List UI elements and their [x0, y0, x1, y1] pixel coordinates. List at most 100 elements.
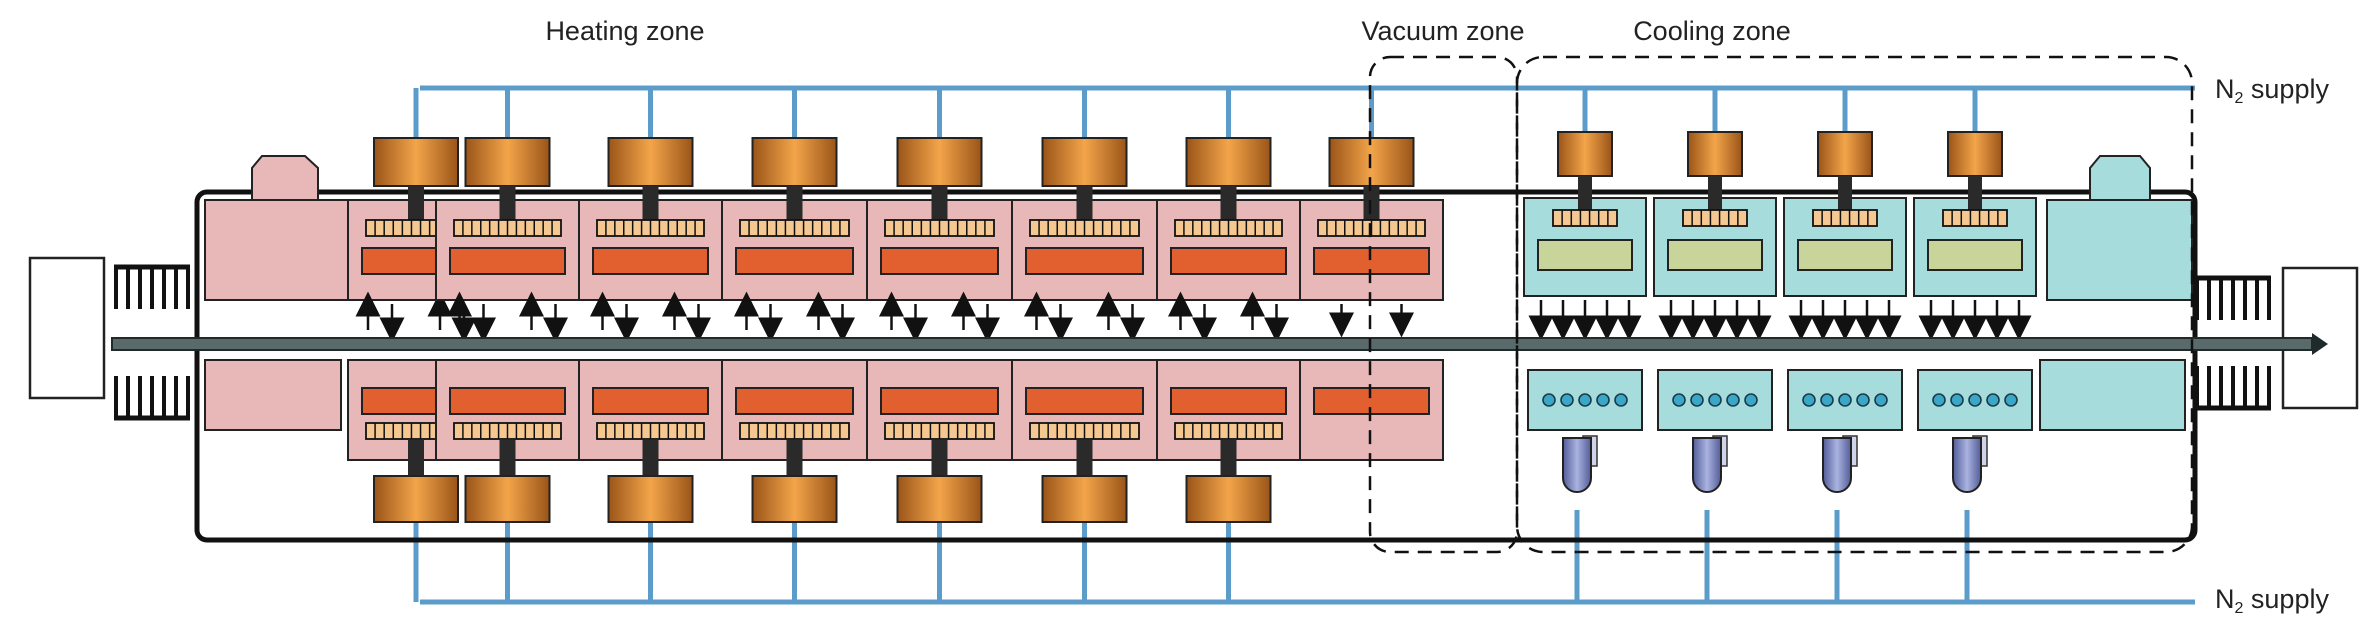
heating-chamber	[866, 137, 1013, 523]
fan-motor-icon	[1687, 131, 1743, 177]
cooler-plate	[1797, 239, 1893, 271]
nozzle-dot	[1838, 393, 1852, 407]
heater-element	[1170, 387, 1287, 415]
fan-motor-icon	[1185, 137, 1272, 187]
nozzle-dot	[1614, 393, 1628, 407]
heater-element	[592, 247, 709, 275]
shaft	[1578, 176, 1592, 210]
nozzle-dot	[1874, 393, 1888, 407]
chambers	[204, 131, 2193, 523]
nozzle-dot	[1542, 393, 1556, 407]
nozzle-dot	[1986, 393, 2000, 407]
heater-grid	[884, 219, 995, 237]
heat-exchanger-grid	[1812, 209, 1878, 227]
nozzle-dot	[1968, 393, 1982, 407]
exit-vestibule	[2039, 155, 2193, 431]
fan-motor-icon	[1817, 131, 1873, 177]
heater-grid	[739, 219, 850, 237]
shaft	[408, 440, 424, 476]
pump-icon	[1692, 437, 1722, 493]
fan-motor-icon	[1947, 131, 2003, 177]
heater-element	[1313, 387, 1430, 415]
fan-motor-icon	[1557, 131, 1613, 177]
nozzle-dot	[1708, 393, 1722, 407]
shaft	[642, 440, 659, 476]
nozzle-dot	[1856, 393, 1870, 407]
conveyor-belt	[111, 333, 2328, 355]
heater-element	[735, 247, 854, 275]
entry-vestibule	[204, 155, 349, 431]
pump-icon	[1562, 437, 1592, 493]
cooler-plate	[1927, 239, 2023, 271]
heater-grid	[1174, 219, 1283, 237]
shaft	[786, 440, 803, 476]
heater-element	[735, 387, 854, 415]
entry-seal-top	[114, 264, 190, 309]
heating-chamber	[347, 137, 485, 523]
entry-station	[28, 256, 106, 400]
cooling-zone-label: Cooling zone	[1633, 16, 1791, 46]
exit-seal-bottom	[2195, 366, 2271, 411]
n2-supply-bottom-label: N2 supply	[2215, 584, 2329, 617]
heater-grid	[884, 422, 995, 440]
heater-element	[880, 387, 999, 415]
fan-motor-icon	[373, 475, 459, 523]
fan-motor-icon	[607, 137, 694, 187]
cooler-plate	[1667, 239, 1763, 271]
heater-grid	[453, 422, 562, 440]
heating-chamber	[435, 137, 580, 523]
shaft	[931, 440, 948, 476]
heating-chamber	[1011, 137, 1158, 523]
nozzle-dot	[1744, 393, 1758, 407]
vacuum-chamber	[1299, 137, 1444, 461]
heater-grid	[1174, 422, 1283, 440]
cooling-chamber	[1523, 131, 1647, 493]
entry-seal-bottom	[114, 376, 190, 421]
nozzle-dot	[1690, 393, 1704, 407]
exit-seal-top	[2195, 275, 2271, 320]
shaft	[1838, 176, 1852, 210]
fan-motor-icon	[607, 475, 694, 523]
heating-zone-label: Heating zone	[545, 16, 704, 46]
heater-element	[449, 387, 566, 415]
nozzle-dot	[2004, 393, 2018, 407]
fan-motor-icon	[896, 475, 983, 523]
shaft	[1076, 186, 1093, 220]
heater-element	[449, 247, 566, 275]
heating-chamber	[721, 137, 868, 523]
fan-motor-icon	[751, 475, 838, 523]
shaft	[1220, 440, 1237, 476]
heating-chamber	[1156, 137, 1301, 523]
heater-element	[880, 247, 999, 275]
shaft	[642, 186, 659, 220]
heater-grid	[1029, 219, 1140, 237]
fan-motor-icon	[1185, 475, 1272, 523]
shaft	[499, 440, 516, 476]
fan-motor-icon	[1041, 137, 1128, 187]
pump-icon	[1822, 437, 1852, 493]
heater-element	[1313, 247, 1430, 275]
heater-grid	[453, 219, 562, 237]
n2-pipes	[413, 85, 2195, 605]
shaft	[1220, 186, 1237, 220]
nozzle-dot	[1820, 393, 1834, 407]
nozzle-dot	[1560, 393, 1574, 407]
shaft	[1363, 186, 1380, 220]
fan-motor-icon	[896, 137, 983, 187]
fan-motor-icon	[464, 475, 551, 523]
vacuum-zone-label: Vacuum zone	[1361, 16, 1524, 46]
shaft	[1968, 176, 1982, 210]
nozzle-dot	[1596, 393, 1610, 407]
cooling-chamber	[1653, 131, 1777, 493]
shaft	[408, 186, 424, 220]
fan-motor-icon	[1328, 137, 1415, 187]
vacuum-zone-boundary	[1368, 55, 1519, 554]
shaft	[499, 186, 516, 220]
heater-grid	[596, 422, 705, 440]
cooling-chamber	[1783, 131, 1907, 493]
nozzle-dot	[1578, 393, 1592, 407]
nozzle-dot	[1932, 393, 1946, 407]
nozzle-dot	[1950, 393, 1964, 407]
cooler-plate	[1537, 239, 1633, 271]
fan-motor-icon	[464, 137, 551, 187]
